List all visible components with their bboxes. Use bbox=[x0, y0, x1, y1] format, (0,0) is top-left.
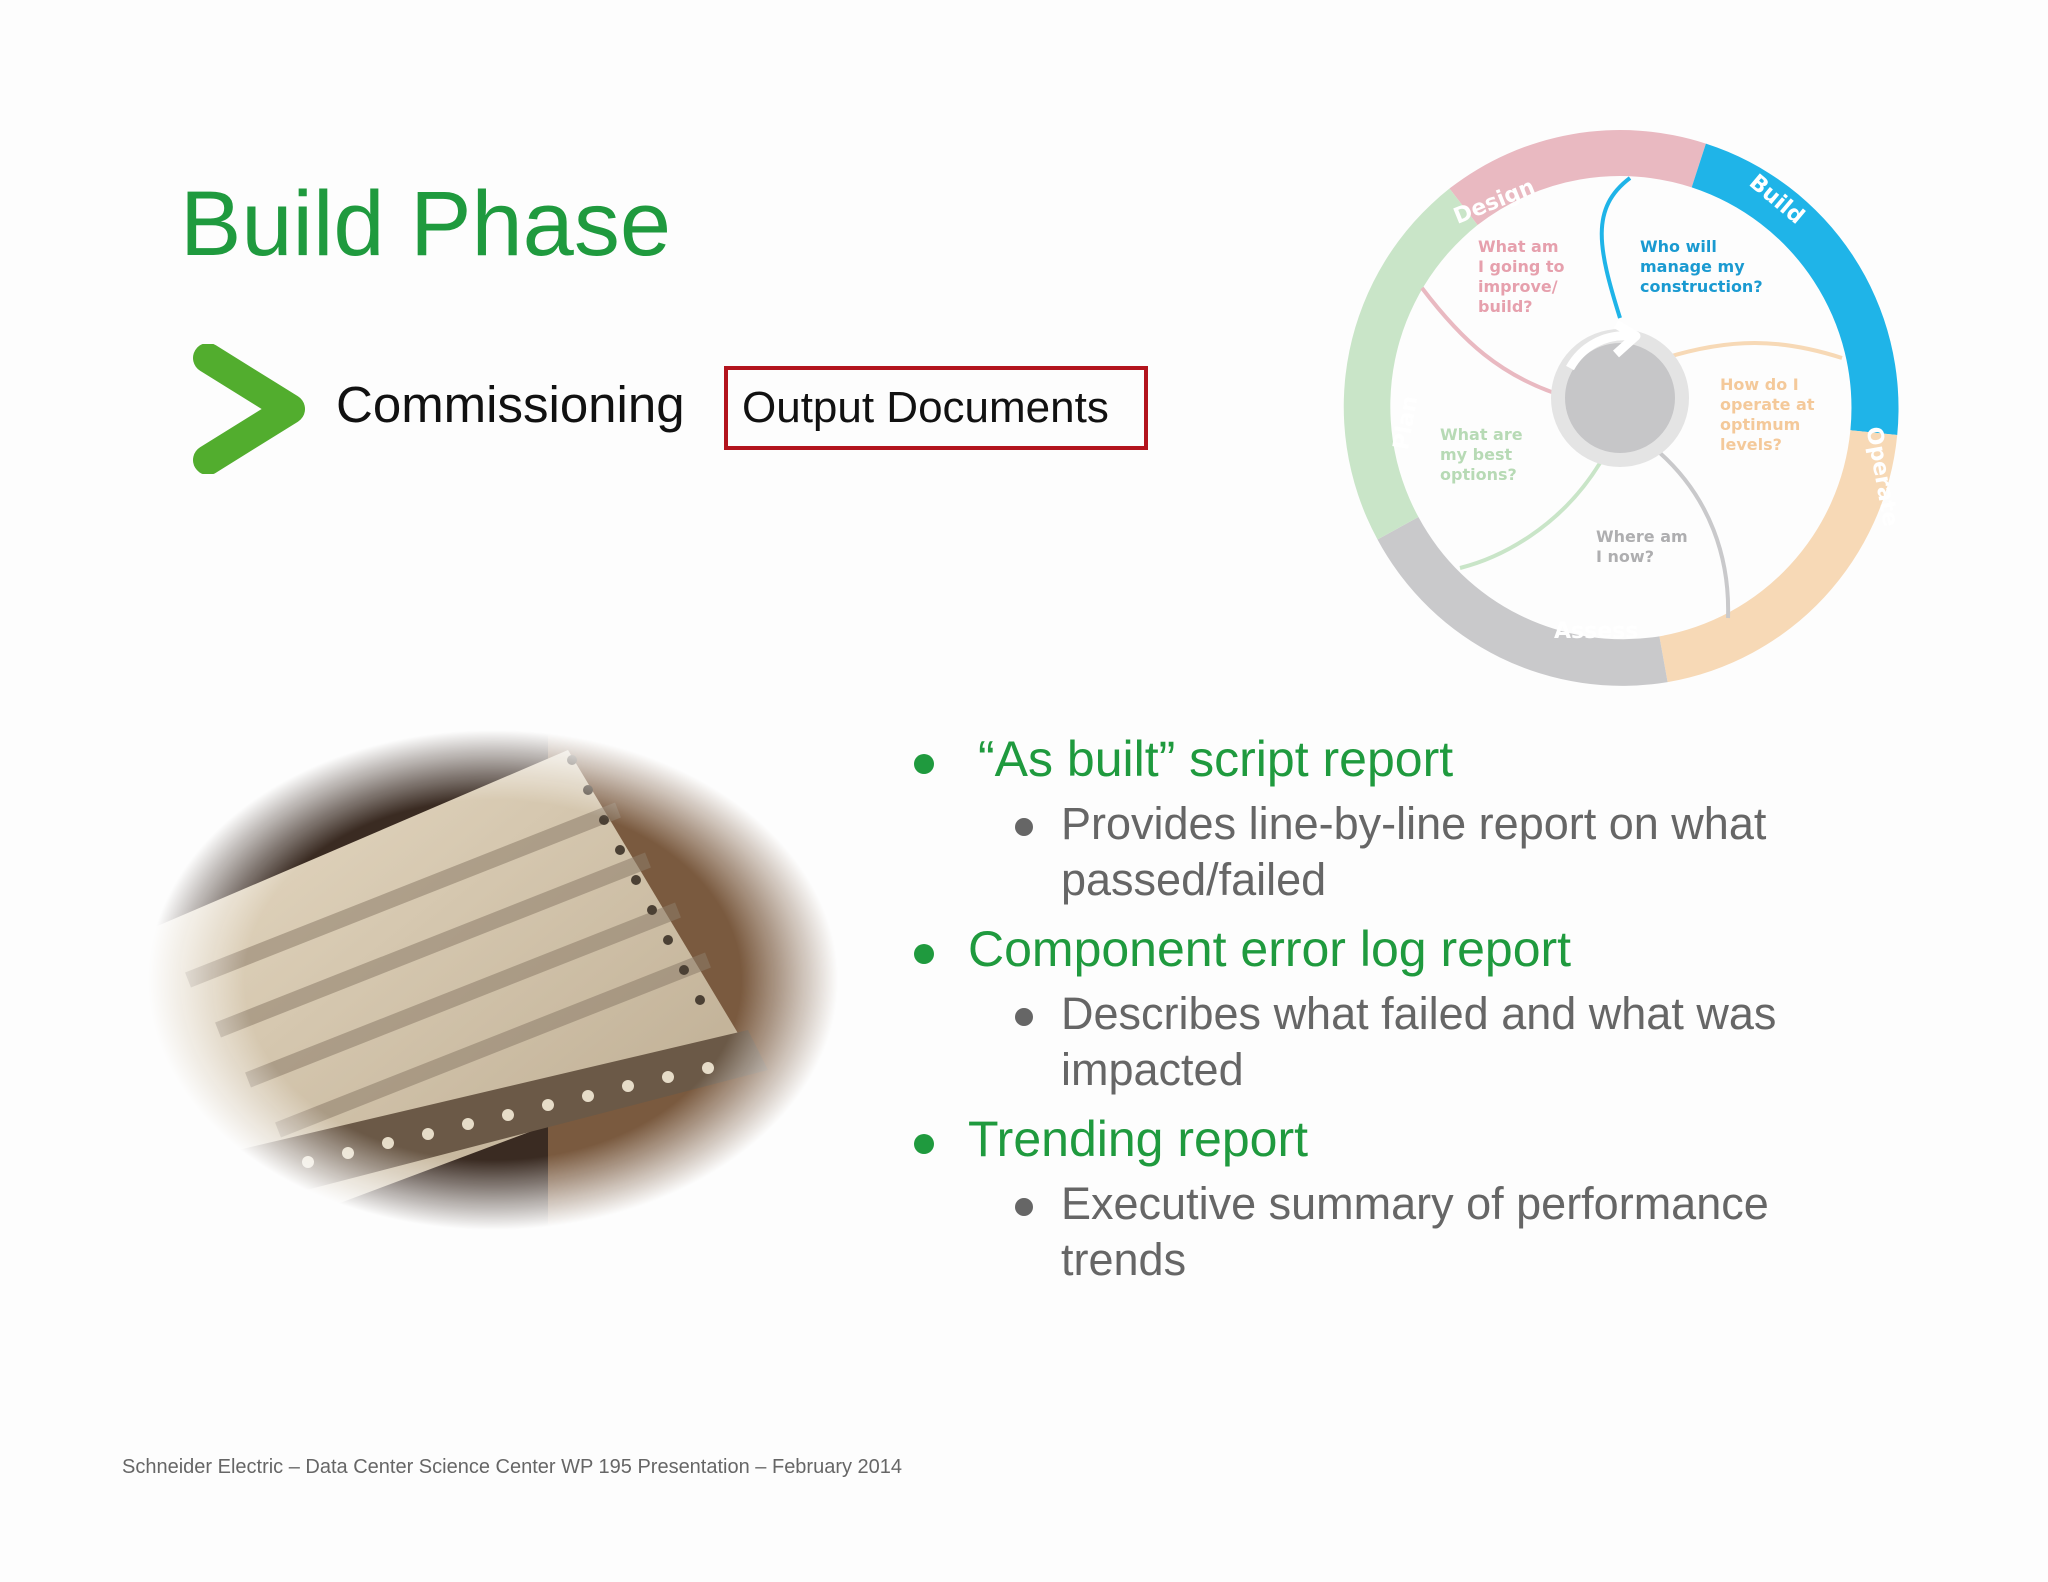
sub-bullet-line: impacted bbox=[1061, 1044, 1244, 1095]
design-question-line: What am bbox=[1478, 237, 1559, 256]
build-question-line: Who will bbox=[1640, 237, 1717, 256]
bullet-dot bbox=[1015, 818, 1033, 836]
wheel-segment-build bbox=[1691, 143, 1899, 435]
printout-photo bbox=[148, 730, 838, 1230]
sub-bullet: Executive summary of performance trends bbox=[1015, 1176, 1861, 1288]
section-label: Commissioning bbox=[336, 376, 685, 433]
plan-question-line: options? bbox=[1440, 465, 1517, 484]
wheel-ring bbox=[1343, 130, 1899, 686]
build-question-line: construction? bbox=[1640, 277, 1763, 296]
bullet-as-built-report: “As built” script report bbox=[908, 730, 1968, 788]
assess-question-line: I now? bbox=[1596, 547, 1654, 566]
bullet-dot bbox=[914, 754, 934, 774]
operate-question-line: optimum bbox=[1720, 415, 1800, 434]
bullet-text: “As built” script report bbox=[978, 731, 1454, 787]
bullet-component-error-log: Component error log report bbox=[908, 920, 1968, 978]
assess-question-line: Where am bbox=[1596, 527, 1688, 546]
bullet-dot bbox=[914, 944, 934, 964]
wheel-segment-assess bbox=[1377, 517, 1668, 686]
bullet-list: “As built” script report Provides line-b… bbox=[908, 730, 1968, 1300]
design-question-line: build? bbox=[1478, 297, 1533, 316]
plan-question-line: my best bbox=[1440, 445, 1513, 464]
bullet-text: Component error log report bbox=[968, 921, 1572, 977]
slide-title: Build Phase bbox=[180, 173, 671, 275]
sub-bullet: Provides line-by-line report on what pas… bbox=[1015, 796, 1861, 908]
bullet-dot bbox=[914, 1134, 934, 1154]
bullet-text: Trending report bbox=[968, 1111, 1308, 1167]
sub-bullet-line: Provides line-by-line report on what bbox=[1061, 798, 1767, 849]
plan-question-line: What are bbox=[1440, 425, 1523, 444]
operate-question-line: operate at bbox=[1720, 395, 1815, 414]
sub-bullet-line: Describes what failed and what was bbox=[1061, 988, 1777, 1039]
wheel-segment-design bbox=[1449, 130, 1706, 226]
output-documents-label: Output Documents bbox=[742, 383, 1109, 432]
operate-question-line: levels? bbox=[1720, 435, 1782, 454]
operate-question-line: How do I bbox=[1720, 375, 1799, 394]
build-question-line: manage my bbox=[1640, 257, 1745, 276]
wheel-segment-plan bbox=[1343, 188, 1478, 540]
bullet-dot bbox=[1015, 1198, 1033, 1216]
slide-footer: Schneider Electric – Data Center Science… bbox=[122, 1456, 903, 1478]
bullet-dot bbox=[1015, 1008, 1033, 1026]
lifecycle-wheel: Design Build Operate Assess Plan What am… bbox=[1343, 130, 1903, 686]
sub-bullet-line: trends bbox=[1061, 1234, 1187, 1285]
sub-bullet: Describes what failed and what was impac… bbox=[1015, 986, 1861, 1098]
sub-bullet-line: passed/failed bbox=[1061, 854, 1327, 905]
output-documents-box: Output Documents bbox=[724, 366, 1148, 450]
design-question-line: I going to bbox=[1478, 257, 1565, 276]
wheel-label-plan: Plan bbox=[1389, 394, 1423, 452]
sub-bullet-line: Executive summary of performance bbox=[1061, 1178, 1769, 1229]
wheel-label-assess: Assess bbox=[1554, 619, 1638, 644]
chevron-right-icon bbox=[193, 344, 305, 474]
bullet-trending-report: Trending report bbox=[908, 1110, 1968, 1168]
wheel-segment-operate bbox=[1659, 430, 1898, 683]
design-question-line: improve/ bbox=[1478, 277, 1558, 296]
